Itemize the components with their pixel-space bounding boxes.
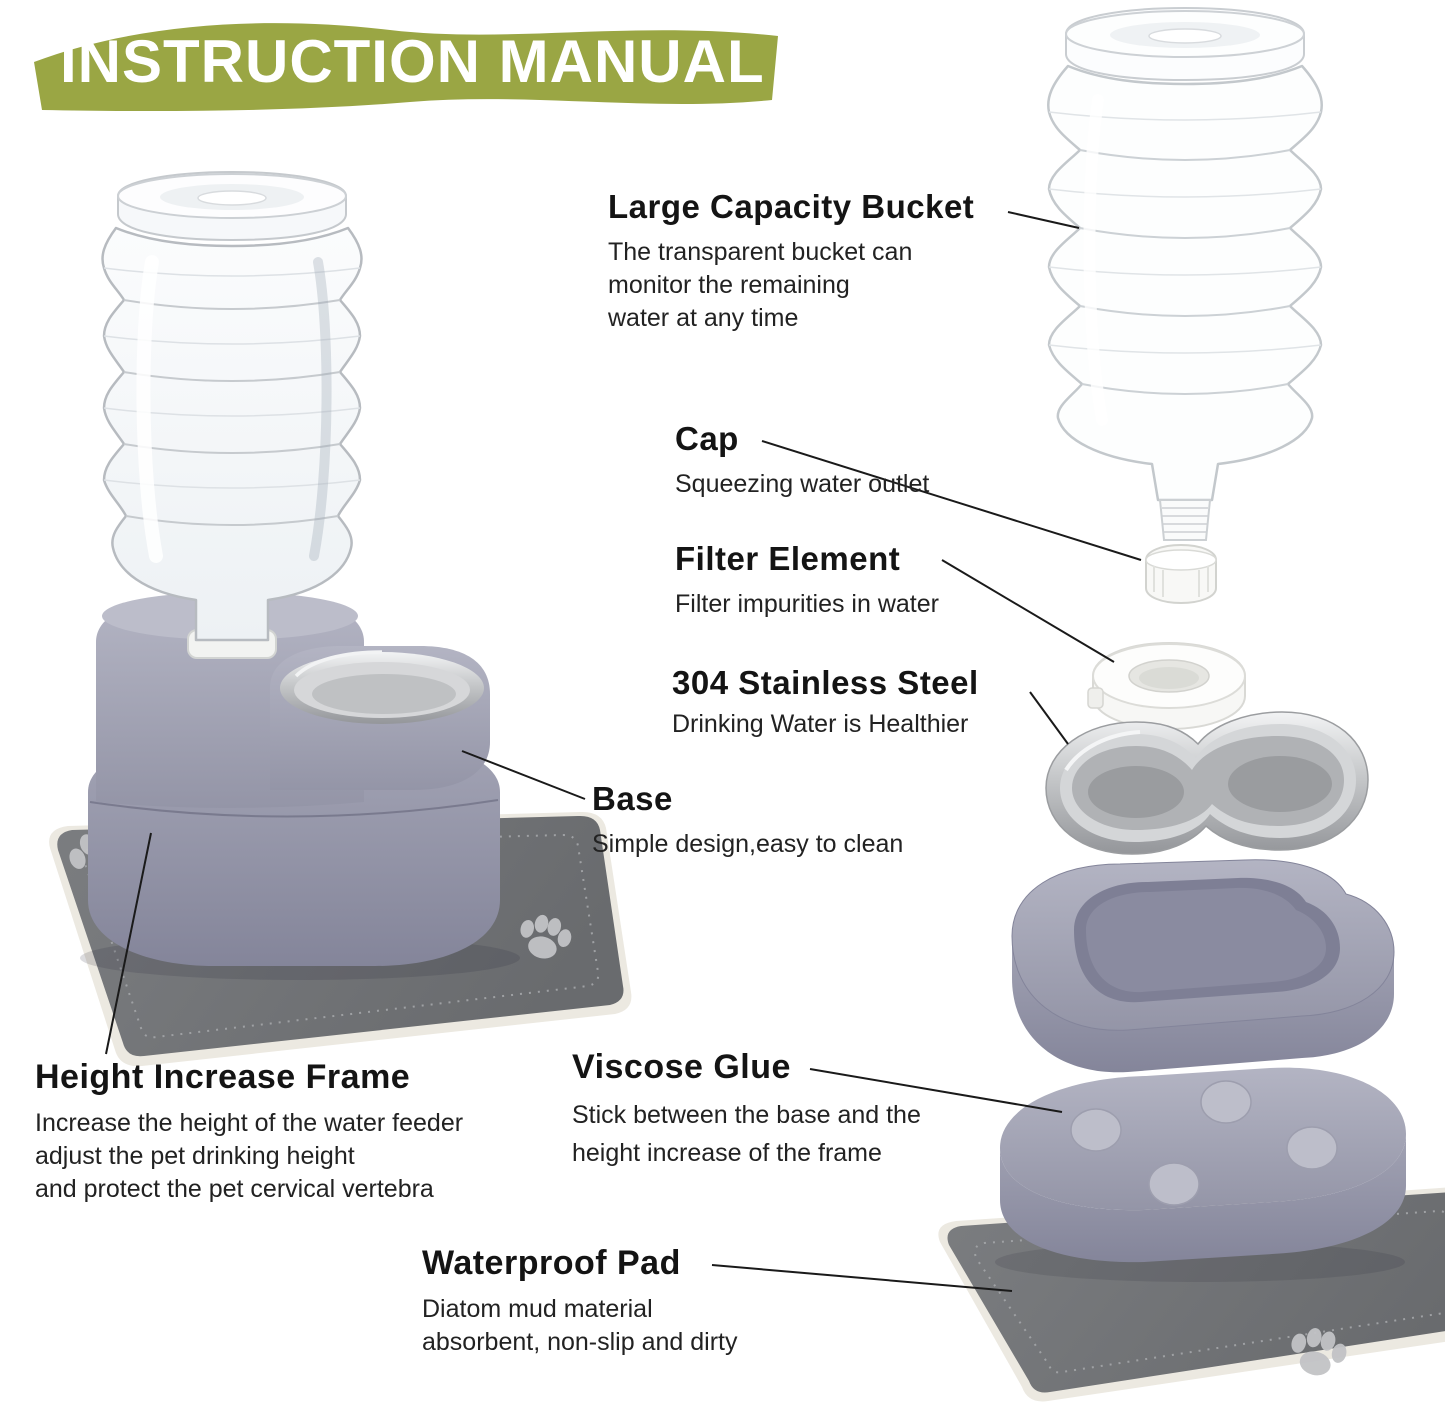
- annotation-height-frame-title: Height Increase Frame: [35, 1058, 411, 1096]
- annotation-bucket-desc: The transparent bucket can monitor the r…: [608, 238, 913, 332]
- leader-lines: [105, 211, 1142, 1292]
- assembled-feeder: [49, 170, 632, 1067]
- banner-ribbon: [34, 23, 778, 112]
- viscose-glue-dots: [1070, 1080, 1338, 1206]
- annotation-cap-title: Cap: [675, 420, 739, 457]
- annotation-waterproof-pad: Waterproof Pad Diatom mud material absor…: [422, 1244, 842, 1359]
- annotation-base-desc: Simple design,easy to clean: [592, 830, 904, 858]
- annotation-pad-title: Waterproof Pad: [422, 1244, 681, 1282]
- steel-bowl-part: [1045, 711, 1369, 855]
- annotation-pad-desc: Diatom mud material absorbent, non-slip …: [422, 1295, 738, 1356]
- annotation-viscose-glue: Viscose Glue Stick between the base and …: [572, 1048, 1012, 1172]
- base-left: [96, 592, 490, 808]
- water-bucket-right: [1047, 6, 1323, 541]
- steel-bowl-left: [280, 650, 484, 724]
- annotation-height-frame-desc: Increase the height of the water feeder …: [35, 1109, 464, 1203]
- leader-filter: [941, 559, 1115, 663]
- annotation-filter-title: Filter Element: [675, 540, 901, 577]
- leader-cap: [761, 440, 1142, 561]
- banner-title: INSTRUCTION MANUAL: [60, 28, 765, 95]
- annotation-base-title: Base: [592, 780, 673, 817]
- leader-bucket: [1007, 211, 1080, 229]
- cap-part: [1145, 543, 1217, 605]
- base-part: [1000, 1067, 1406, 1263]
- annotation-filter-desc: Filter impurities in water: [675, 590, 939, 618]
- leader-height-frame: [105, 832, 152, 1055]
- leader-pad: [711, 1264, 1013, 1292]
- exploded-view: [938, 6, 1445, 1402]
- height-increase-frame-part: [1011, 859, 1395, 1073]
- annotation-cap-desc: Squeezing water outlet: [675, 470, 930, 498]
- annotation-large-capacity-bucket: Large Capacity Bucket The transparent bu…: [608, 188, 1038, 335]
- annotation-bucket-title: Large Capacity Bucket: [608, 188, 975, 225]
- annotation-filter-element: Filter Element Filter impurities in wate…: [675, 540, 1055, 621]
- leader-glue: [809, 1068, 1063, 1113]
- water-bucket-left: [101, 170, 363, 659]
- filter-element-part: [1087, 641, 1246, 731]
- annotation-base: Base Simple design,easy to clean: [592, 780, 972, 861]
- annotation-steel-desc: Drinking Water is Healthier: [672, 710, 969, 738]
- leader-steel: [1029, 691, 1069, 745]
- annotation-glue-desc: Stick between the base and the height in…: [572, 1101, 921, 1167]
- annotation-height-increase-frame: Height Increase Frame Increase the heigh…: [35, 1058, 525, 1206]
- leader-base: [461, 750, 586, 800]
- annotation-glue-title: Viscose Glue: [572, 1048, 791, 1086]
- annotation-steel-title: 304 Stainless Steel: [672, 664, 979, 701]
- annotation-cap: Cap Squeezing water outlet: [675, 420, 1035, 501]
- annotation-stainless-steel: 304 Stainless Steel Drinking Water is He…: [672, 664, 1072, 741]
